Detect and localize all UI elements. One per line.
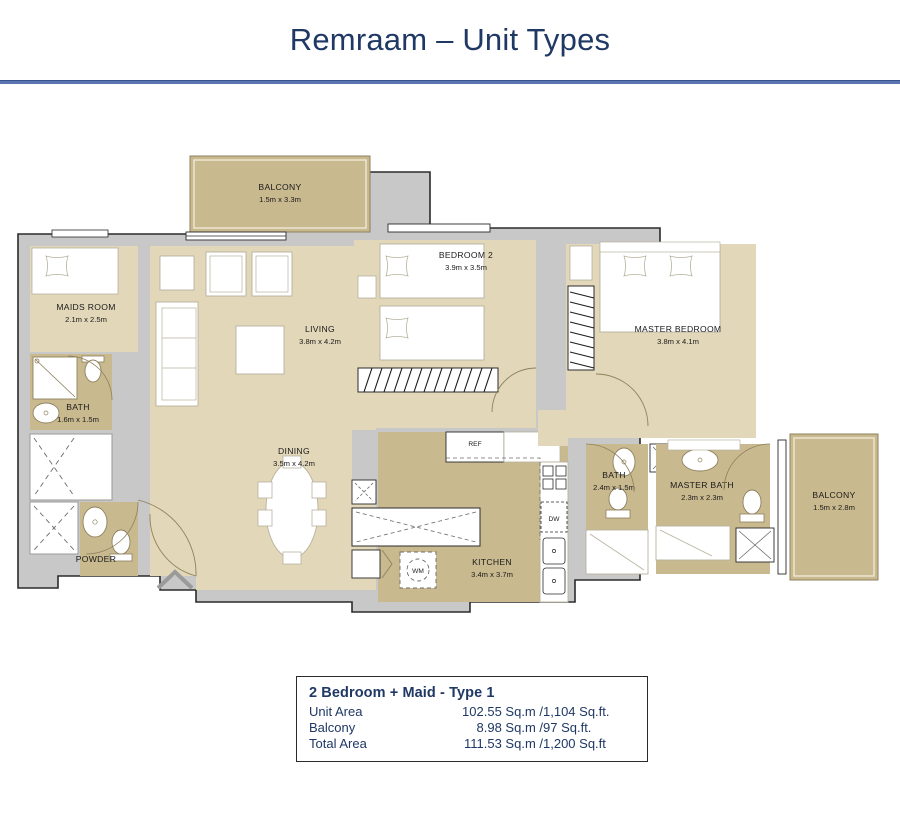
legend-box: 2 Bedroom + Maid - Type 1 Unit Area 102.… — [296, 676, 648, 762]
floor-plan: BALCONY 1.5m x 3.3m MAIDS ROOM 2.1m x 2.… — [0, 110, 900, 670]
legend-row-name: Balcony — [309, 720, 356, 735]
entry-arrow-icon — [156, 569, 194, 590]
room-bath-maid: BATH 1.6m x 1.5m — [30, 354, 113, 430]
room-maids-room: MAIDS ROOM 2.1m x 2.5m — [30, 229, 138, 352]
title-divider — [0, 80, 900, 84]
room-dim: 2.1m x 2.5m — [65, 315, 107, 324]
room-label: POWDER — [76, 554, 116, 564]
legend-title: 2 Bedroom + Maid - Type 1 — [309, 685, 495, 701]
room-label: DINING — [278, 446, 310, 456]
appliance-label: WM — [412, 568, 424, 575]
legend-row-metric: 111.53 Sq.m / — [463, 736, 543, 751]
room-master-bedroom: MASTER BEDROOM 3.8m x 4.1m — [566, 241, 756, 438]
room-dim: 1.5m x 2.8m — [813, 503, 855, 512]
legend-row: Balcony 8.98 Sq.m / 97 Sq.ft. — [309, 720, 637, 736]
room-dim: 3.8m x 4.2m — [299, 337, 341, 346]
floor-plan-svg: BALCONY 1.5m x 3.3m MAIDS ROOM 2.1m x 2.… — [17, 155, 879, 613]
legend-row-metric: 8.98 Sq.m / — [476, 720, 543, 735]
room-dim: 3.8m x 4.1m — [657, 337, 699, 346]
legend-row: Unit Area 102.55 Sq.m / 1,104 Sq.ft. — [309, 704, 637, 720]
legend-table: Unit Area 102.55 Sq.m / 1,104 Sq.ft. Bal… — [309, 704, 637, 752]
room-balcony-top: BALCONY 1.5m x 3.3m — [189, 155, 371, 233]
room-label: MAIDS ROOM — [56, 302, 115, 312]
room-dim: 2.3m x 2.3m — [681, 493, 723, 502]
room-label: MASTER BATH — [670, 480, 734, 490]
corridor — [538, 410, 568, 446]
legend-row: Total Area 111.53 Sq.m / 1,200 Sq.ft — [309, 736, 637, 752]
legend-row-imperial: 97 Sq.ft. — [543, 720, 592, 735]
room-dim: 1.5m x 3.3m — [259, 195, 301, 204]
utility-area: WM — [351, 479, 481, 589]
room-dim: 1.6m x 1.5m — [57, 415, 99, 424]
room-balcony-right: BALCONY 1.5m x 2.8m — [777, 433, 879, 581]
room-living-dining: LIVING 3.8m x 4.2m DINING 3.5m x 4.2m — [150, 246, 376, 590]
entry-door — [137, 499, 197, 577]
room-bedroom-2: BEDROOM 2 3.9m x 3.5m — [354, 223, 537, 428]
room-label: BATH — [66, 402, 89, 412]
room-label: KITCHEN — [472, 557, 512, 567]
room-master-bath: MASTER BATH 2.3m x 2.3m — [655, 439, 775, 574]
room-label: BALCONY — [812, 490, 855, 500]
appliance-label: DW — [549, 516, 561, 523]
room-dim: 2.4m x 1.5m — [593, 483, 635, 492]
room-dim: 3.9m x 3.5m — [445, 263, 487, 272]
page-title: Remraam – Unit Types — [289, 22, 611, 57]
room-dim: 3.5m x 4.2m — [273, 459, 315, 468]
room-dim: 3.4m x 3.7m — [471, 570, 513, 579]
room-label: BALCONY — [258, 182, 301, 192]
room-label: BATH — [602, 470, 625, 480]
room-label: LIVING — [305, 324, 335, 334]
room-label: BEDROOM 2 — [439, 250, 493, 260]
legend-row-metric: 102.55 Sq.m / — [462, 704, 543, 719]
legend-row-name: Total Area — [309, 736, 367, 751]
legend-row-name: Unit Area — [309, 704, 363, 719]
legend-row-imperial: 1,200 Sq.ft — [543, 736, 606, 751]
storage-shaft — [29, 433, 113, 555]
legend-row-imperial: 1,104 Sq.ft. — [543, 704, 610, 719]
room-powder: POWDER — [76, 501, 139, 576]
balcony-sliding-door — [185, 231, 287, 241]
appliance-label: REF — [468, 441, 481, 448]
room-label: MASTER BEDROOM — [635, 324, 722, 334]
